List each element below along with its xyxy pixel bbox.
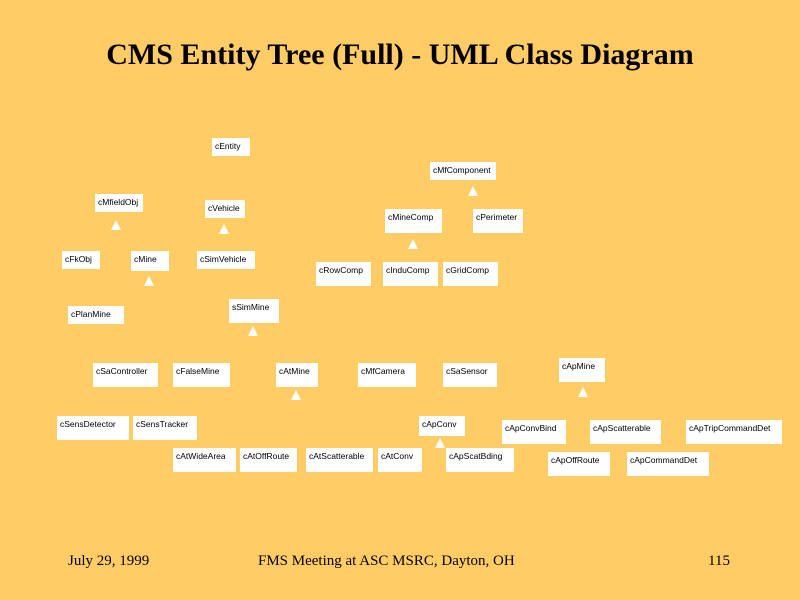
footer-meeting: FMS Meeting at ASC MSRC, Dayton, OH [258,553,515,569]
class-sSimMine: sSimMine [229,299,279,323]
class-cAtMine: cAtMine [276,363,318,387]
class-cAtWideArea: cAtWideArea [173,448,236,472]
inherit-arrow [291,390,301,400]
class-cAtScatterable: cAtScatterable [306,448,373,472]
class-cMfCamera: cMfCamera [358,363,416,387]
class-cApTripCommandDet: cApTripCommandDet [686,420,782,444]
class-cPerimeter: cPerimeter [473,209,523,233]
class-cAtOffRoute: cAtOffRoute [240,448,297,472]
inherit-arrow [435,438,445,448]
class-cGridComp: cGridComp [443,262,498,286]
class-cSimVehicle: cSimVehicle [197,251,255,269]
class-cFkObj: cFkObj [62,251,100,269]
class-cApOffRoute: cApOffRoute [548,452,610,476]
slide-title: CMS Entity Tree (Full) - UML Class Diagr… [106,38,694,71]
class-cMineComp: cMineComp [385,209,442,233]
class-cInduComp: cInduComp [383,262,438,286]
class-cRowComp: cRowComp [316,262,371,286]
class-cMfieldObj: cMfieldObj [95,194,143,212]
inherit-arrow [468,186,478,196]
class-cPlanMine: cPlanMine [68,306,124,324]
class-cVehicle: cVehicle [205,200,245,218]
class-cApScatterable: cApScatterable [590,420,661,444]
class-cApScatBding: cApScatBding [446,448,514,472]
class-cEntity: cEntity [212,138,250,156]
footer-page-number: 115 [708,553,730,569]
inherit-arrow [144,276,154,286]
class-cSaController: cSaController [93,363,158,387]
inherit-arrow [219,224,229,234]
class-cAtConv: cAtConv [378,448,422,472]
class-cApMine: cApMine [559,358,605,382]
class-cApCommandDet: cApCommandDet [627,452,709,476]
inherit-arrow [111,220,121,230]
class-cMine: cMine [131,251,169,271]
inherit-arrow [408,239,418,249]
class-cSensDetector: cSensDetector [57,416,129,440]
inherit-arrow [578,387,588,397]
class-cMfComponent: cMfComponent [430,162,496,180]
class-cFalseMine: cFalseMine [173,363,230,387]
footer-date: July 29, 1999 [68,553,150,569]
class-cSensTracker: cSensTracker [133,416,197,440]
class-cApConvBind: cApConvBind [502,420,566,444]
inherit-arrow [248,326,258,336]
class-cApConv: cApConv [419,416,465,436]
class-cSaSensor: cSaSensor [443,363,497,387]
